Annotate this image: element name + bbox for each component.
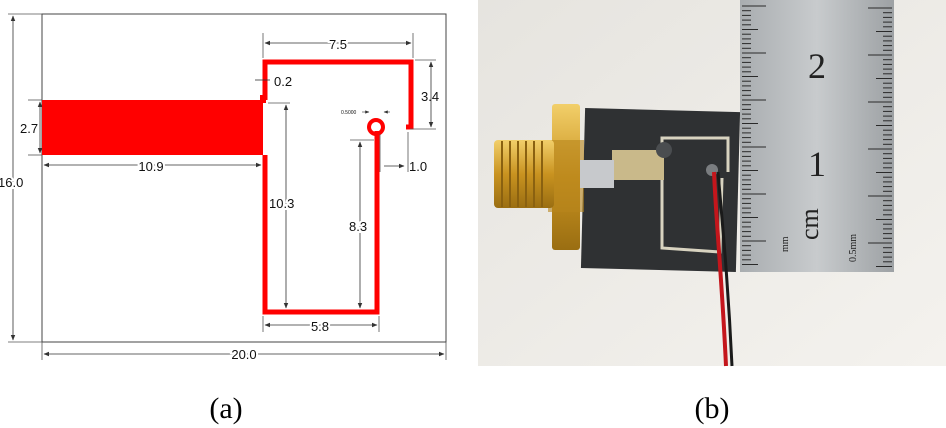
panel-b-prototype-photo: 2 1 cm mm 0.5mm (b) [478,0,946,425]
wire-joint [706,164,718,176]
red-wire [712,171,728,367]
dim-inner-arm: 8.3 [349,219,367,234]
sma-connector-icon [494,140,614,208]
ruler-label-half-mm: 0.5mm [848,234,859,262]
dim-feed-height: 2.7 [20,121,38,136]
ruler-unit-cm: cm [795,208,824,240]
dim-right-height: 3.4 [421,89,439,104]
dim-bottom-width: 5.8 [311,319,329,334]
ruler-label-1: 1 [808,144,826,184]
steel-ruler: 2 1 cm mm 0.5mm [740,0,894,272]
solder-joint [656,142,672,158]
panel-a-antenna-layout: 7.5 0.2 3.4 2.7 10.9 16.0 10.3 8.3 [0,13,447,425]
radiator-trace [262,59,414,315]
ruler-label-2: 2 [808,46,826,86]
dim-board-width: 20.0 [231,347,256,362]
ruler-label-mm: mm [780,236,791,252]
shorting-via [367,118,385,136]
dim-feed-length: 10.9 [138,159,163,174]
dim-gap: 0.2 [274,74,292,89]
dim-via: 0.5000 [341,110,357,116]
dim-top-width: 7.5 [329,37,347,52]
substrate-board [580,108,741,273]
caption-a: (a) [209,392,242,425]
dim-board-height: 16.0 [0,175,23,190]
substrate-outline [41,13,447,343]
dim-end-gap: 1.0 [409,159,427,174]
dim-left-arm: 10.3 [269,196,294,211]
feed-line [42,100,263,155]
black-wire [716,171,734,367]
feed-strip [612,150,664,180]
caption-b: (b) [695,392,730,425]
